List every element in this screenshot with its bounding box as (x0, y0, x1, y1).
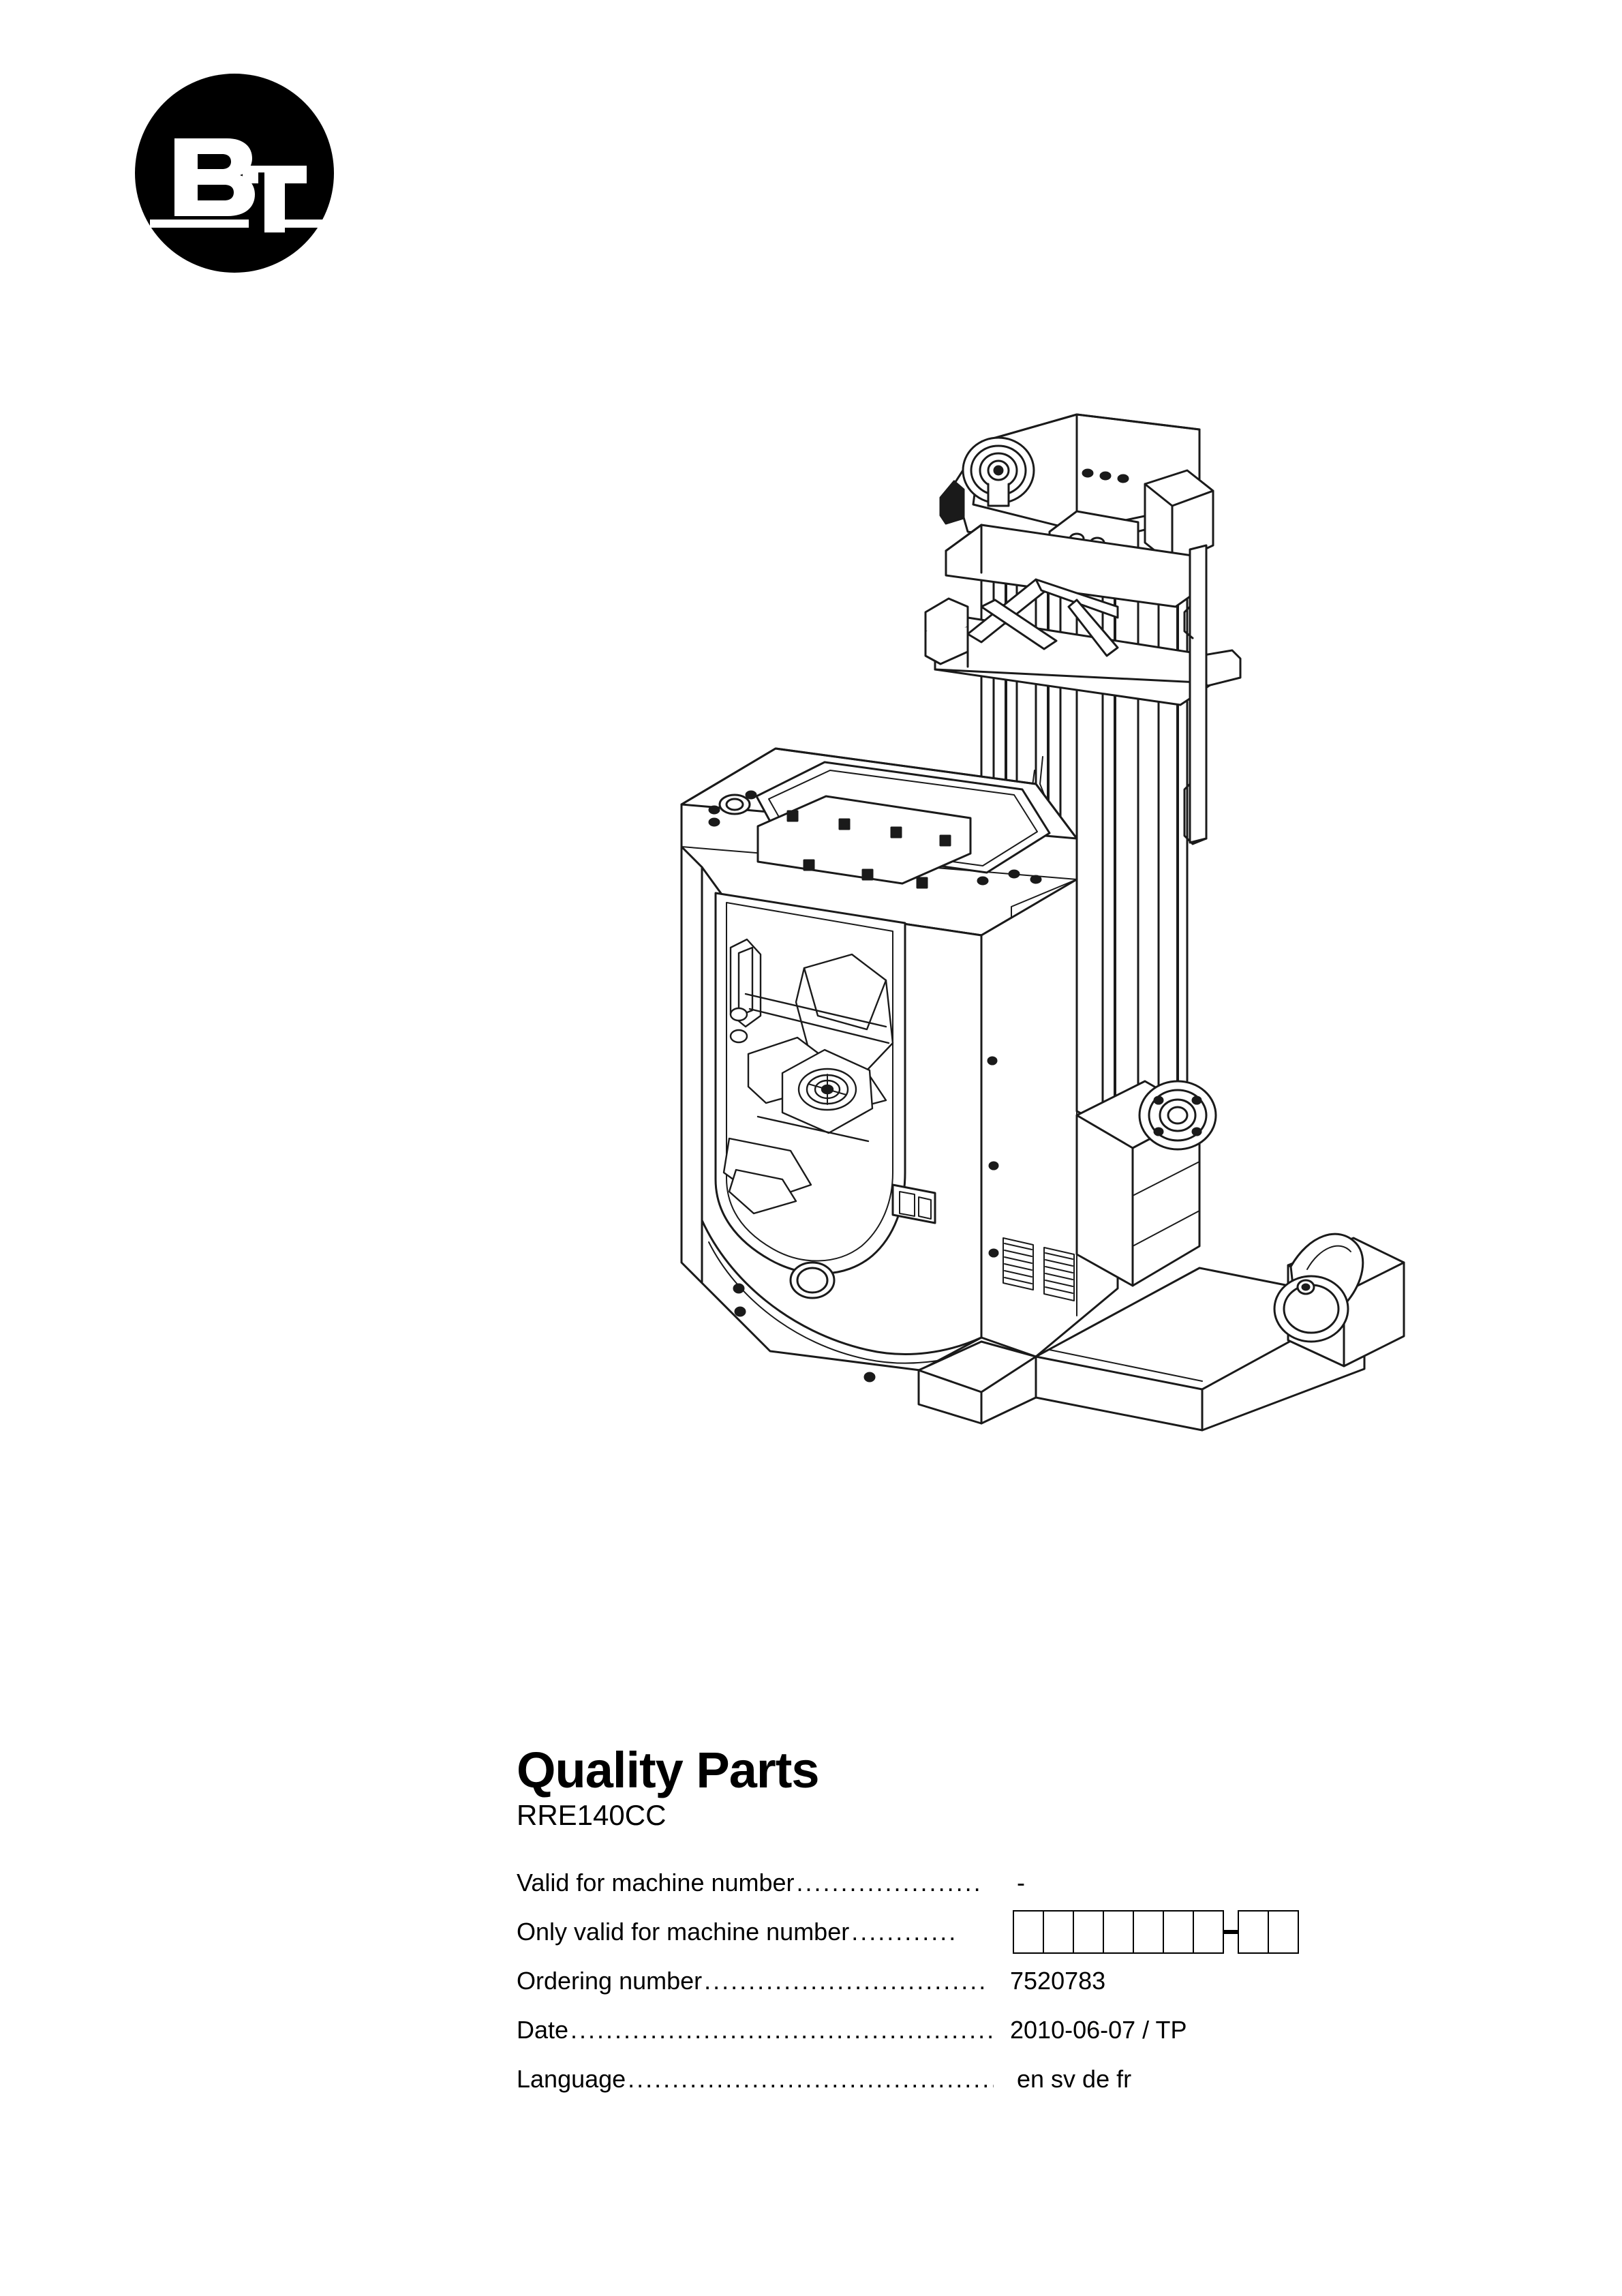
spec-label-cell: Ordering number ........................… (517, 1957, 1000, 2006)
value-language: en sv de fr (1017, 2065, 1132, 2093)
spec-value-cell: 7520783 (1000, 1957, 1389, 2006)
straddle-leg-assembly (917, 1233, 1405, 1432)
machine-number-group-primary[interactable] (1013, 1910, 1224, 1954)
table-row: Only valid for machine number ..........… (517, 1907, 1389, 1957)
machine-number-box[interactable] (1103, 1910, 1134, 1954)
label-ordering-number: Ordering number (517, 1967, 704, 1995)
machine-number-box[interactable] (1268, 1910, 1299, 1954)
spec-value-cell (1000, 1907, 1389, 1957)
bt-logo-icon (135, 74, 334, 273)
table-row: Date ...................................… (517, 2006, 1389, 2055)
machine-number-box[interactable] (1193, 1910, 1224, 1954)
label-date: Date (517, 2016, 570, 2044)
dot-leader: ........................................… (628, 2065, 994, 2093)
logo-letter-b (174, 138, 255, 216)
table-row: Valid for machine number ...............… (517, 1858, 1389, 1907)
dot-leader: ............ (851, 1918, 958, 1946)
title-and-metadata-block: Quality Parts RRE140CC Valid for machine… (517, 1745, 1471, 2104)
machine-number-box[interactable] (1043, 1910, 1074, 1954)
page-title: Quality Parts (517, 1742, 820, 1798)
machine-number-box[interactable] (1133, 1910, 1164, 1954)
machine-number-box[interactable] (1073, 1910, 1104, 1954)
load-wheel (1273, 1233, 1364, 1343)
spec-label-cell: Only valid for machine number ..........… (517, 1907, 1000, 1957)
reach-truck-illustration (600, 402, 1445, 1438)
machine-number-box[interactable] (1238, 1910, 1269, 1954)
mast-sheave (962, 436, 1035, 507)
spec-label-cell: Language ...............................… (517, 2055, 1000, 2104)
bt-logo (135, 74, 334, 273)
spec-value-cell: 2010-06-07 / TP (1000, 2006, 1389, 2055)
value-date: 2010-06-07 / TP (1010, 2016, 1187, 2044)
value-valid-for-machine-number: - (1017, 1869, 1025, 1897)
table-row: Ordering number ........................… (517, 1957, 1389, 2006)
dot-leader: ..................... (796, 1869, 983, 1897)
spec-value-cell: en sv de fr (1000, 2055, 1389, 2104)
model-designation: RRE140CC (517, 1799, 667, 1831)
spec-label-cell: Date ...................................… (517, 2006, 1000, 2055)
label-valid-for-machine-number: Valid for machine number (517, 1869, 796, 1897)
machine-number-box[interactable] (1163, 1910, 1194, 1954)
dot-leader: ................................ (704, 1967, 988, 1995)
machine-number-entry-boxes[interactable] (1013, 1910, 1389, 1954)
dot-leader: ........................................… (570, 2016, 994, 2044)
reach-truck-drawing (680, 413, 1405, 1432)
label-only-valid-for-machine-number: Only valid for machine number (517, 1918, 851, 1946)
drive-wheel-hub (1138, 1080, 1217, 1151)
label-language: Language (517, 2065, 628, 2094)
metadata-table: Valid for machine number ...............… (517, 1858, 1389, 2104)
table-row: Language ...............................… (517, 2055, 1389, 2104)
value-ordering-number: 7520783 (1010, 1967, 1106, 1995)
spec-label-cell: Valid for machine number ...............… (517, 1858, 1000, 1907)
machine-number-box[interactable] (1013, 1910, 1044, 1954)
spec-value-cell: - (1000, 1858, 1389, 1907)
ventilation-grilles (1003, 1237, 1075, 1301)
chassis-battery-compartment (980, 878, 1217, 1358)
machine-number-group-suffix[interactable] (1238, 1910, 1299, 1954)
machine-number-separator-dash (1224, 1930, 1238, 1934)
